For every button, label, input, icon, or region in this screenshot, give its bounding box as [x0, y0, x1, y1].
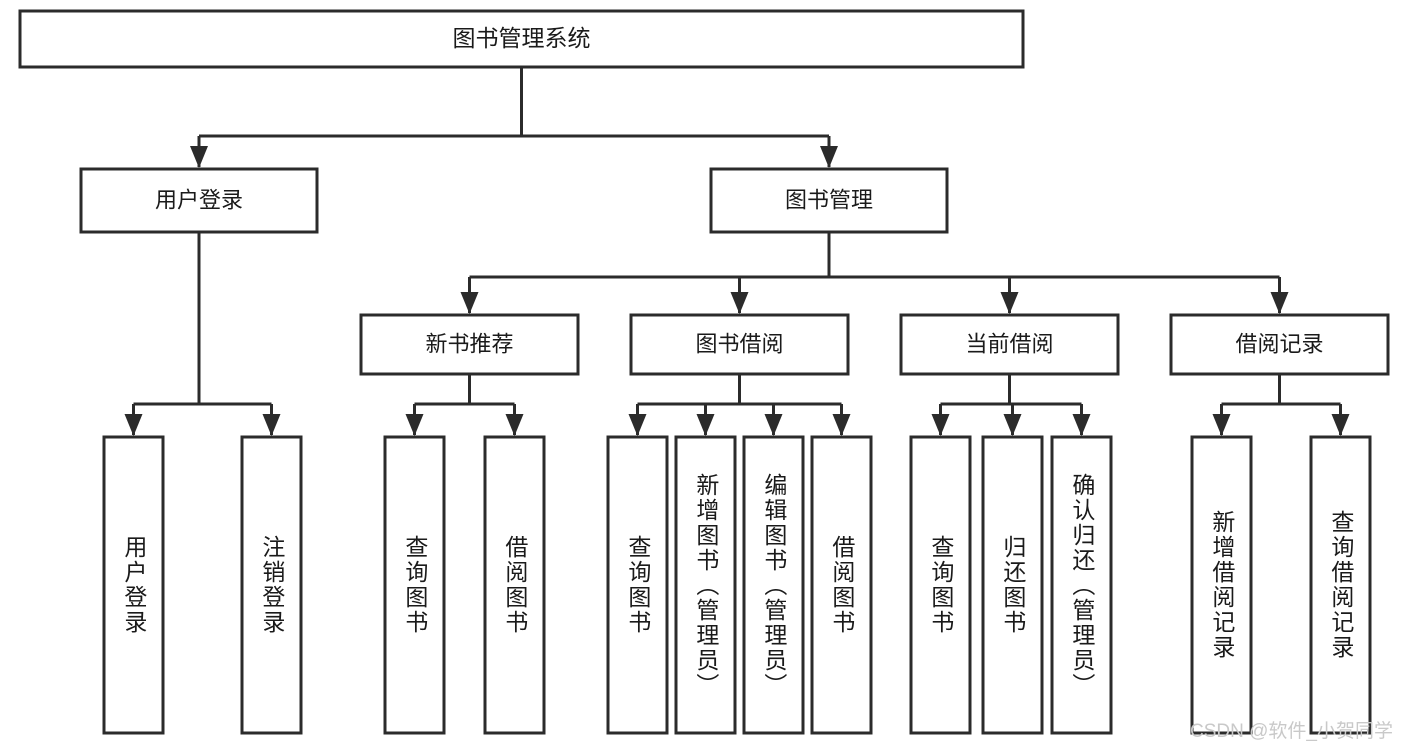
- arrow-to-leaf-return-book-icon: [1003, 414, 1022, 436]
- arrow-to-leaf-query-record-icon: [1331, 414, 1350, 436]
- arrow-to-leaf-add-record-icon: [1212, 414, 1231, 436]
- arrow-to-new-book-recommend-icon: [460, 292, 479, 314]
- arrow-to-leaf-query-book-2-icon: [628, 414, 647, 436]
- arrow-to-current-borrow-icon: [1000, 292, 1019, 314]
- node-leaf-query-book-3-box[interactable]: [909, 435, 972, 735]
- node-borrow-record[interactable]: 借阅记录: [1169, 313, 1390, 376]
- node-root-label: 图书管理系统: [453, 25, 591, 51]
- arrow-to-book-borrow-icon: [730, 292, 749, 314]
- node-new-book-recommend-box[interactable]: [359, 313, 580, 376]
- arrow-to-leaf-query-book-3-icon: [931, 414, 950, 436]
- node-current-borrow-box[interactable]: [899, 313, 1120, 376]
- node-book-borrow-label: 图书借阅: [695, 331, 783, 356]
- edges-layer: [124, 67, 1350, 436]
- node-root-box[interactable]: [18, 9, 1025, 69]
- arrow-to-leaf-confirm-return-icon: [1072, 414, 1091, 436]
- node-leaf-edit-book-box[interactable]: [742, 435, 805, 735]
- node-leaf-borrow-book-1-box[interactable]: [483, 435, 546, 735]
- node-leaf-query-book-1-box[interactable]: [383, 435, 446, 735]
- node-new-book-recommend-label: 新书推荐: [425, 331, 513, 356]
- arrow-to-book-manage-icon: [820, 146, 838, 168]
- node-leaf-confirm-return-box[interactable]: [1050, 435, 1113, 735]
- node-book-borrow-box[interactable]: [629, 313, 850, 376]
- node-current-borrow[interactable]: 当前借阅: [899, 313, 1120, 376]
- node-book-borrow[interactable]: 图书借阅: [629, 313, 850, 376]
- node-user-login-box[interactable]: [79, 167, 319, 234]
- node-user-login-label: 用户登录: [155, 187, 243, 212]
- node-book-manage-label: 图书管理: [785, 187, 873, 212]
- node-leaf-logout-box[interactable]: [240, 435, 303, 735]
- arrow-to-leaf-add-book-icon: [696, 414, 715, 436]
- arrow-to-user-login-icon: [190, 146, 208, 168]
- node-leaf-user-login-box[interactable]: [102, 435, 165, 735]
- node-new-book-recommend[interactable]: 新书推荐: [359, 313, 580, 376]
- node-root[interactable]: 图书管理系统: [18, 9, 1025, 69]
- arrow-to-leaf-query-book-1-icon: [405, 414, 424, 436]
- node-leaf-add-book-box[interactable]: [674, 435, 737, 735]
- node-leaf-query-book-2-box[interactable]: [606, 435, 669, 735]
- watermark-text: CSDN @软件_小贺同学: [1190, 721, 1393, 742]
- node-leaf-return-book-box[interactable]: [981, 435, 1044, 735]
- node-leaf-add-record-box[interactable]: [1190, 435, 1253, 735]
- node-book-manage-box[interactable]: [709, 167, 949, 234]
- arrow-to-leaf-logout-icon: [262, 414, 281, 436]
- arrow-to-borrow-record-icon: [1270, 292, 1289, 314]
- arrow-to-leaf-edit-book-icon: [764, 414, 783, 436]
- arrow-to-leaf-borrow-book-1-icon: [505, 414, 524, 436]
- node-leaf-query-record-box[interactable]: [1309, 435, 1372, 735]
- node-borrow-record-box[interactable]: [1169, 313, 1390, 376]
- node-current-borrow-label: 当前借阅: [965, 331, 1053, 356]
- node-user-login[interactable]: 用户登录: [79, 167, 319, 234]
- node-borrow-record-label: 借阅记录: [1235, 331, 1323, 356]
- node-book-manage[interactable]: 图书管理: [709, 167, 949, 234]
- arrow-to-leaf-borrow-book-2-icon: [832, 414, 851, 436]
- node-leaf-borrow-book-2-box[interactable]: [810, 435, 873, 735]
- arrow-to-leaf-user-login-icon: [124, 414, 143, 436]
